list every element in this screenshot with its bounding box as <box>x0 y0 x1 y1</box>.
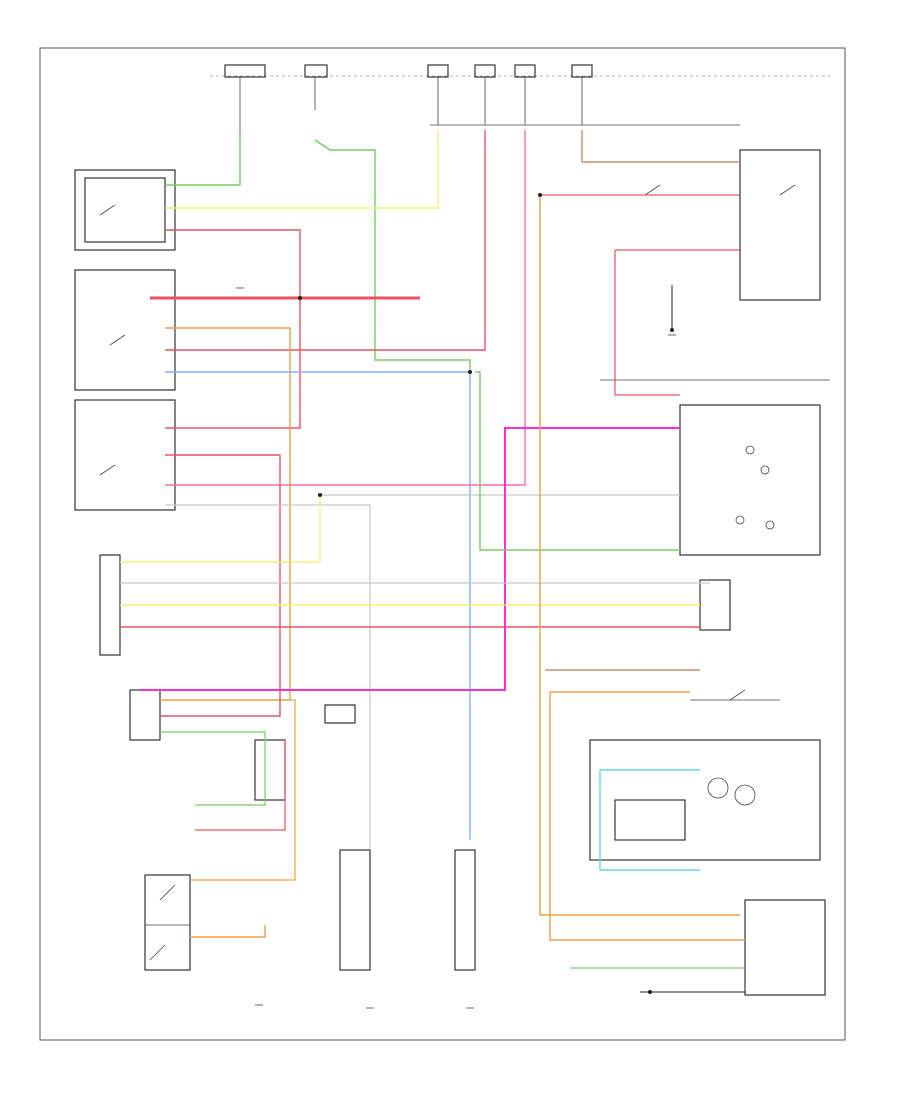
connector-box-right <box>699 579 731 631</box>
module-box-middle <box>74 269 176 391</box>
cyan-wire-drop <box>599 770 700 871</box>
pink-wire-lower <box>165 130 526 486</box>
relay-box-lower <box>254 739 286 801</box>
motor-sub-box <box>614 799 686 841</box>
switch-contact-7 <box>159 884 176 901</box>
orange-wire-left <box>160 327 291 701</box>
orange-wire-long <box>539 195 740 916</box>
module-box-top <box>74 169 176 251</box>
green-wire-top <box>165 135 241 186</box>
switch-contact-4 <box>644 184 661 196</box>
fuse-box-5 <box>514 64 536 78</box>
fuse-box-2 <box>304 64 328 78</box>
switch-box-right-top <box>739 149 821 301</box>
red-wire-drop-right <box>614 250 680 396</box>
position-switch-contact-1 <box>745 445 755 455</box>
sensor-box-center <box>339 849 371 971</box>
switch-contact-5 <box>779 184 796 196</box>
orange-wire-switch-left <box>190 925 266 938</box>
motor-icon-2 <box>734 784 756 806</box>
red-wire-lower-left <box>195 740 286 831</box>
position-switch-contact-2 <box>760 465 770 475</box>
motor-box-right <box>589 739 821 861</box>
switch-contacts <box>99 184 796 961</box>
lightblue-wire-vertical <box>165 371 471 840</box>
position-switch-contact-4 <box>765 520 775 530</box>
switch-box-bottom-left <box>144 874 191 971</box>
fuse-box-3 <box>427 64 449 78</box>
switch-contact-8 <box>149 944 166 961</box>
green-wire-center <box>314 139 471 370</box>
green-wire-right <box>475 371 680 551</box>
relay-box-center <box>324 704 356 724</box>
module-box-top-inner <box>84 177 166 243</box>
red-wire-lower <box>160 454 281 717</box>
module-box-lower <box>74 399 176 511</box>
switch-contact-6 <box>729 689 746 701</box>
connector-box-lower <box>129 689 161 741</box>
switch-group-right <box>679 404 821 556</box>
junction-dot-2 <box>468 370 472 374</box>
junction-dot-3 <box>318 493 322 497</box>
yellow-wire-top <box>165 130 439 209</box>
junction-dot-5 <box>670 328 674 332</box>
fuse-box-6 <box>571 64 593 78</box>
yellow-wire-connector <box>120 495 321 563</box>
brown-wire-top-right <box>581 130 740 163</box>
switch-contact-3 <box>99 464 116 476</box>
position-switch-icon <box>735 445 775 530</box>
module-box-bottom-right <box>744 899 826 996</box>
orange-wire-switch-top <box>190 699 296 881</box>
orange-wire-bottom <box>549 692 745 941</box>
switch-contact-2 <box>109 334 126 346</box>
fuse-group <box>224 64 593 135</box>
fuse-box-1 <box>224 64 266 78</box>
diagram-frame <box>39 47 846 1041</box>
wire-group <box>120 130 745 993</box>
ground-symbols <box>236 287 676 1009</box>
motor-icon-1 <box>707 777 729 799</box>
red-wire-loop <box>165 229 301 429</box>
white-wire-center <box>165 504 371 850</box>
position-switch-contact-3 <box>735 515 745 525</box>
junction-dot-6 <box>648 990 652 994</box>
junction-dot-1 <box>298 296 302 300</box>
red-wire-center <box>165 130 486 351</box>
sensor-box-right <box>454 849 476 971</box>
junction-dots <box>298 193 674 994</box>
green-wire-lower-left <box>160 731 266 806</box>
junction-dot-4 <box>538 193 542 197</box>
fuse-box-4 <box>474 64 496 78</box>
connector-box-left <box>99 554 121 656</box>
pink-wire-main <box>140 427 680 691</box>
switch-contact-1 <box>99 204 116 216</box>
